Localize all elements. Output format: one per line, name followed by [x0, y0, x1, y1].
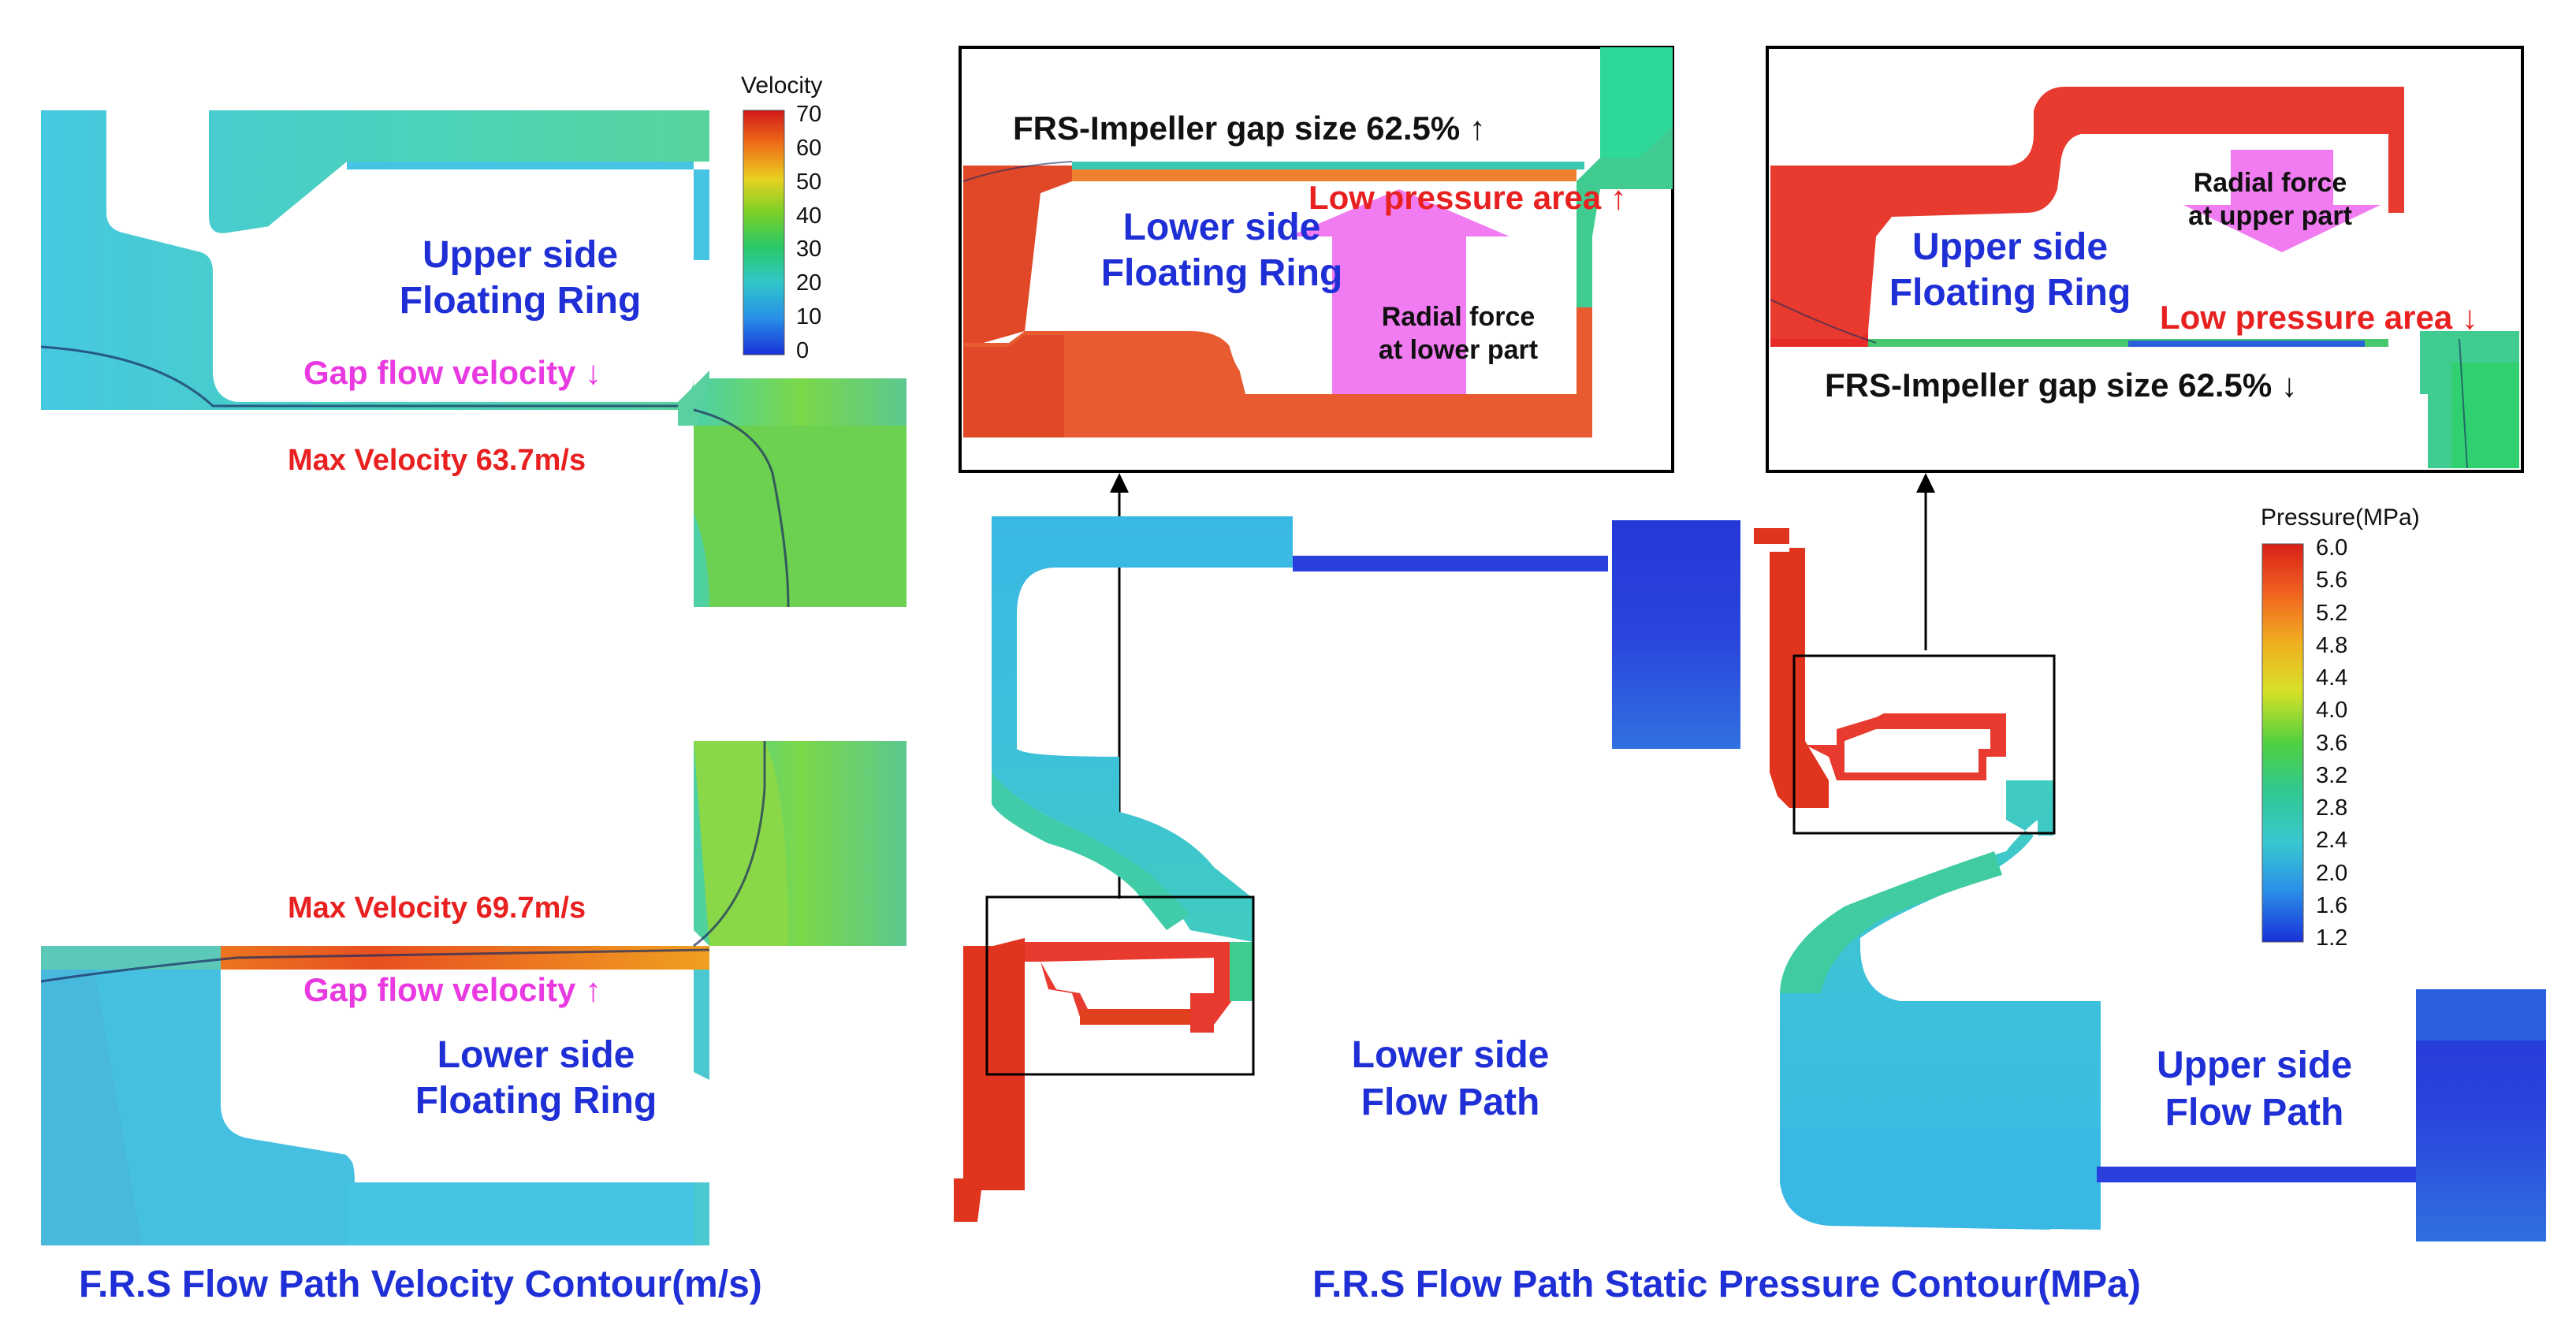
- pressure-tick-label: 2.8: [2316, 795, 2348, 821]
- lower-zoom-ring-label: Lower side Floating Ring: [1100, 207, 1343, 294]
- velocity-tick-label: 10: [796, 304, 822, 330]
- upper-max-velocity-label: Max Velocity 63.7m/s: [288, 444, 586, 477]
- upper-gap-velocity-label: Gap flow velocity ↓: [303, 354, 602, 391]
- upper-floating-ring-label: Upper side Floating Ring: [399, 234, 642, 322]
- pressure-tick-label: 3.2: [2316, 762, 2348, 788]
- pressure-tick-label: 5.6: [2316, 568, 2348, 594]
- velocity-tick-label: 50: [796, 169, 822, 195]
- velocity-caption: F.R.S Flow Path Velocity Contour(m/s): [79, 1264, 762, 1305]
- velocity-legend-title: Velocity: [741, 73, 823, 99]
- velocity-tick-label: 0: [796, 338, 810, 363]
- velocity-tick-label: 40: [796, 203, 822, 229]
- pressure-tick-label: 4.0: [2316, 698, 2348, 724]
- pressure-tick-label: 1.2: [2316, 925, 2348, 951]
- upper-side-flow-path: [1754, 528, 2546, 1242]
- pressure-tick-label: 3.6: [2316, 730, 2348, 756]
- upper-zoom-force-label: Radial force at upper part: [2188, 168, 2352, 231]
- lower-gap-velocity-label: Gap flow velocity ↑: [303, 971, 602, 1008]
- radial-force-up-arrow: [1289, 189, 1509, 394]
- pressure-tick-label: 6.0: [2316, 535, 2348, 560]
- upper-flow-path-label: Upper side Flow Path: [2156, 1044, 2353, 1134]
- pressure-colorbar: [2261, 543, 2304, 943]
- velocity-tick-label: 30: [796, 236, 822, 262]
- velocity-tick-label: 70: [796, 102, 822, 127]
- velocity-lower-contour: [40, 741, 906, 1245]
- lower-zoom-region: [985, 895, 1255, 1076]
- velocity-tick-label: 60: [796, 135, 822, 161]
- upper-zoom-ring-label: Upper side Floating Ring: [1889, 226, 2131, 314]
- pressure-tick-label: 5.2: [2316, 600, 2348, 626]
- radial-force-down-arrow: [2183, 150, 2381, 252]
- pressure-tick-label: 2.4: [2316, 828, 2348, 854]
- lower-max-velocity-label: Max Velocity 69.7m/s: [288, 892, 586, 925]
- upper-zoom-region: [1792, 654, 2056, 835]
- upper-zoom-gap-size-label: FRS-Impeller gap size 62.5% ↓: [1825, 367, 2298, 404]
- pressure-legend-title: Pressure(MPa): [2261, 504, 2420, 530]
- lower-side-flow-path: [954, 516, 1740, 1222]
- velocity-tick-label: 20: [796, 270, 822, 296]
- pressure-caption: F.R.S Flow Path Static Pressure Contour(…: [1312, 1264, 2141, 1305]
- zoom-box-lower: [959, 46, 1674, 473]
- upper-zoom-low-pressure-label: Low pressure area ↓: [2160, 299, 2478, 336]
- lower-zoom-low-pressure-label: Low pressure area ↑: [1308, 179, 1627, 216]
- zoom-box-upper: [1766, 46, 2524, 473]
- lower-zoom-force-label: Radial force at lower part: [1378, 302, 1539, 365]
- lower-flow-path-label: Lower side Flow Path: [1351, 1034, 1550, 1123]
- pressure-tick-label: 1.6: [2316, 892, 2348, 918]
- lower-floating-ring-label: Lower side Floating Ring: [415, 1034, 657, 1122]
- velocity-colorbar: [743, 110, 785, 356]
- pressure-tick-label: 4.8: [2316, 632, 2348, 658]
- lower-zoom-gap-size-label: FRS-Impeller gap size 62.5% ↑: [1013, 110, 1486, 147]
- pressure-tick-label: 2.0: [2316, 860, 2348, 886]
- pressure-tick-label: 4.4: [2316, 665, 2348, 691]
